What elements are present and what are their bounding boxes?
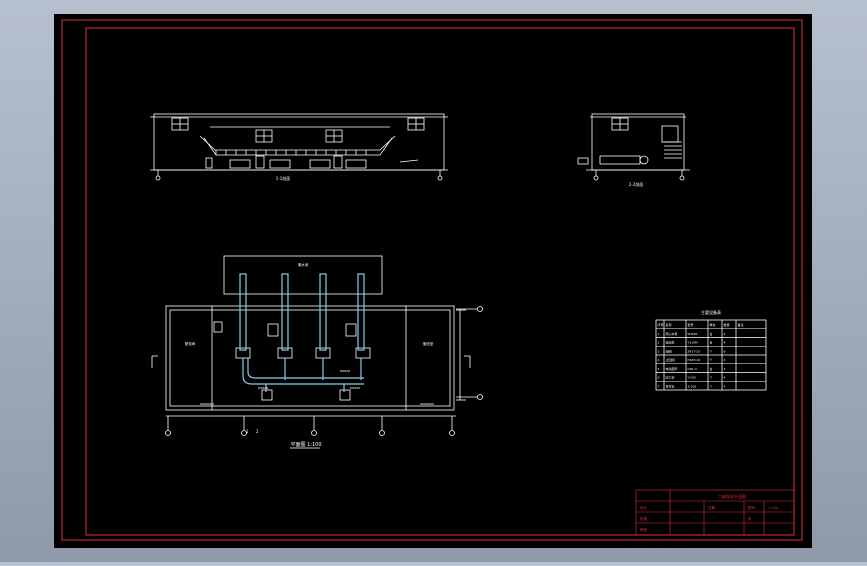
title-block-checker: 校核 [640,516,648,521]
pipe-label-2: DN300 [258,386,268,390]
table-cell: 电动机 [666,340,675,345]
equipment-table-title: 主要设备表 [701,309,721,315]
table-cell: Z-100 [688,384,697,388]
table-cell: 台 [710,366,713,371]
table-cell: 4 [724,384,726,388]
pipe-label-1: DN400 [340,369,350,373]
section-2-2-label: 2-2剖面 [629,181,644,187]
title-block-designer: 设计 [640,505,648,510]
table-cell: 4 [724,358,726,362]
table-cell: H44T-10 [688,358,701,362]
room-right-label: 值班室 [423,341,434,346]
table-cell: 个 [710,349,713,353]
tank-label: 清水池 [298,262,309,267]
plan-title: 平面图 1:100 [291,442,322,448]
table-cell: 3 [658,349,660,353]
table-cell: Z41T-10 [688,349,700,353]
drawing-canvas [54,14,812,548]
room-left-label: 配电间 [185,341,196,346]
table-cell: 1 [658,332,660,336]
title-block-reviewer: 审核 [640,527,648,532]
table-cell: 个 [710,384,713,388]
table-cell: 个 [710,376,713,380]
table-cell: 真空表 [666,383,675,388]
table-cell: 4 [724,332,726,336]
table-cell: 4 [724,376,726,380]
title-block-drawing-no: 图号 [748,505,756,510]
table-cell: 压力表 [666,375,675,380]
table-cell: 4 [658,358,660,362]
title-block-sheet: 张 [748,516,752,521]
table-cell: 4 [724,341,726,345]
table-cell: 7 [658,384,660,388]
table-cell: 1 [724,367,726,371]
equipment-table-cells: 序号名称 型号 单位 数量 备注 1 离心水泵 SH250 台 4 2 电动机 Y315M 台 4 3 闸阀 Z4… [655,319,767,391]
table-cell: 电动葫芦 [666,366,678,371]
table-header-cell: 单位 [710,322,716,327]
section-1-1 [150,113,448,181]
section-2-2 [577,113,690,181]
table-header-cell: 序号 [658,322,664,327]
table-cell: 闸阀 [666,348,672,353]
table-header-cell: 数量 [724,322,730,327]
inner-border [85,27,795,536]
section-1-1-label: 1-1剖面 [276,175,291,181]
section-mark-1: 1 [246,429,249,434]
table-cell-border [735,381,767,391]
table-header-cell: 名称 [666,322,672,327]
title-block-scale: 1:100 [768,506,778,510]
table-cell: 2 [658,341,660,345]
table-cell: 个 [710,358,713,362]
plan-view [151,255,483,436]
outer-border [61,19,803,541]
table-cell: Y315M [688,341,699,345]
title-block-date: 日期 [708,505,716,510]
table-cell: 8 [724,349,726,353]
pipe-label-3: DN300 [350,386,360,390]
table-cell: SH250 [688,332,698,336]
table-cell: 止回阀 [666,357,675,362]
table-cell: 5 [658,367,660,371]
title-block-project: 二级泵站平面图 [718,493,746,499]
title-block [635,489,795,536]
table-cell: 6 [658,376,660,380]
table-cell: 离心水泵 [666,331,678,336]
table-header-cell: 备注 [738,322,744,327]
table-cell: CD1-3 [688,367,697,371]
suction-piping [239,273,365,392]
section-mark-2: 2 [256,429,259,434]
table-cell: Y-100 [688,376,696,380]
table-cell: 台 [710,331,713,336]
table-cell: 台 [710,340,713,345]
table-header-cell: 型号 [688,322,694,327]
